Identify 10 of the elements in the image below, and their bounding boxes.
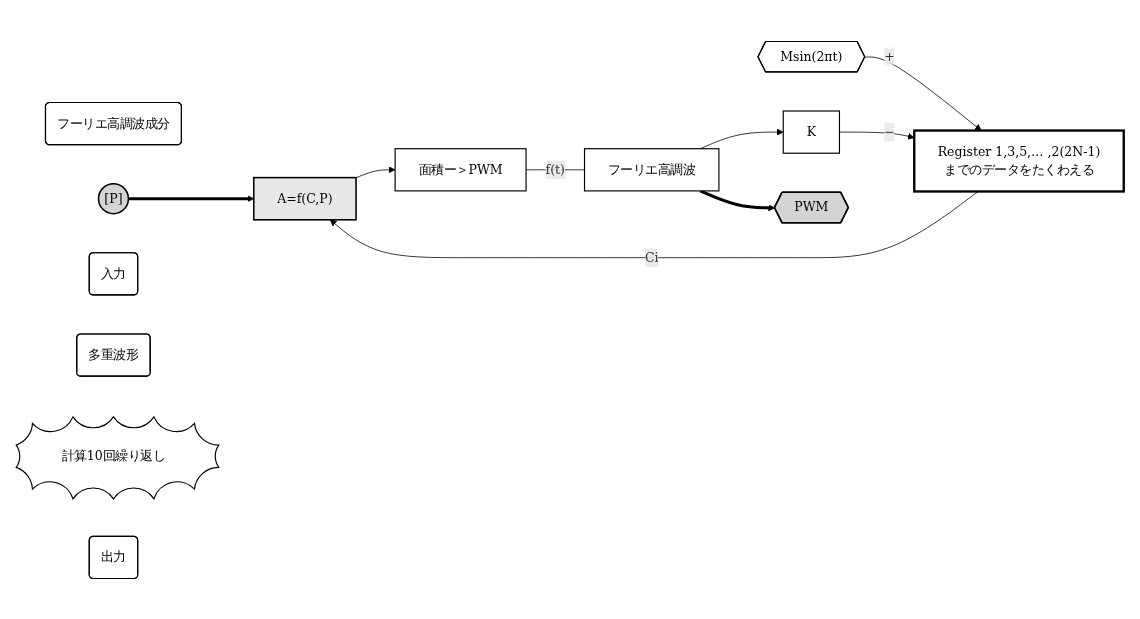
edge-label: − — [884, 123, 895, 139]
node-box: 面積ー＞PWM — [394, 147, 527, 191]
node-box: K — [782, 109, 841, 154]
node-circle: [P] — [97, 182, 130, 214]
node-box: A=f(C,P) — [253, 176, 357, 221]
node-box: Register 1,3,5,… ,2(2N-1) までのデータをたくわえる — [913, 128, 1125, 193]
node-box: フーリエ高調波 — [583, 147, 720, 191]
edge-label: Ci — [644, 249, 659, 265]
edge-label: f(t) — [545, 161, 565, 177]
edge-label: + — [884, 48, 895, 64]
